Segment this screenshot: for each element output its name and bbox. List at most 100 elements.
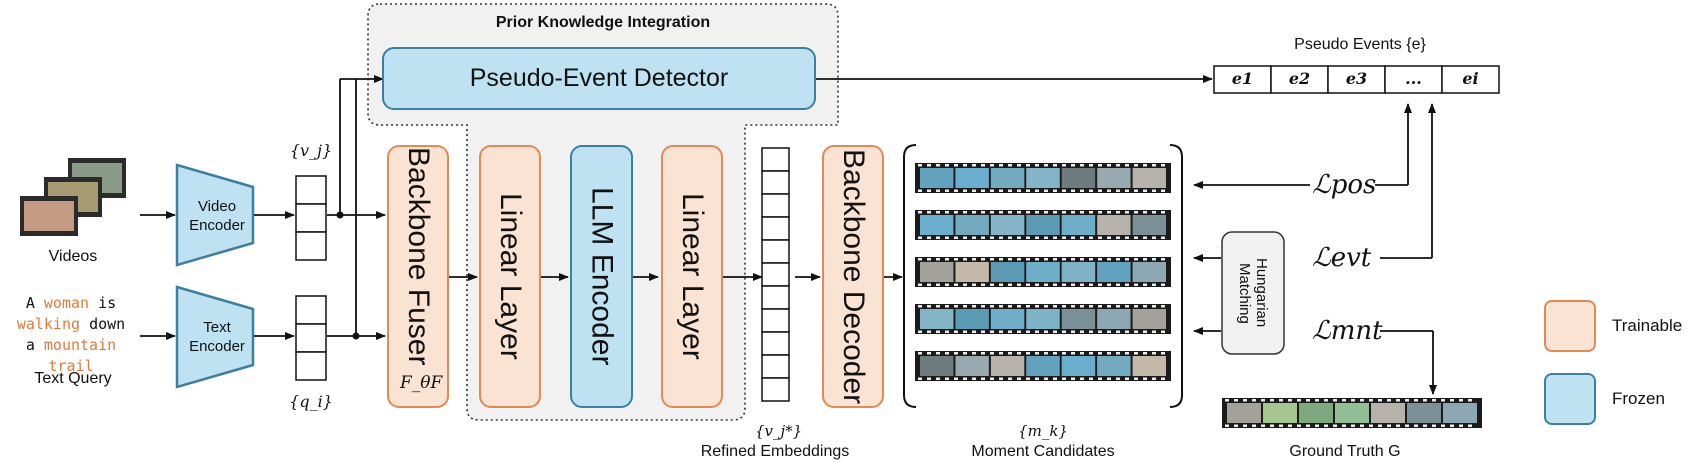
film-perforation: [1116, 189, 1120, 192]
film-perforation: [990, 236, 994, 239]
ground-truth-strip: [1222, 398, 1482, 428]
refined-embedding-cell: [761, 331, 790, 356]
film-perforation: [1152, 164, 1156, 167]
film-perforation: [990, 305, 994, 308]
backbone-fuser-label: Backbone Fuser: [402, 147, 435, 366]
film-perforation: [936, 258, 940, 261]
film-perforation: [1432, 399, 1436, 402]
film-perforation: [1071, 377, 1075, 380]
film-perforation: [999, 352, 1003, 355]
film-perforation: [1098, 377, 1102, 380]
film-frame: [1061, 168, 1096, 188]
video-thumbnails: [20, 158, 126, 236]
film-perforation: [1116, 377, 1120, 380]
film-perforation: [1026, 352, 1030, 355]
text-query: A woman is walking down a mountain trail: [6, 293, 136, 377]
film-perforation: [981, 211, 985, 214]
film-perforation: [1035, 189, 1039, 192]
film-perforation: [945, 330, 949, 333]
linear-layer-1-label: Linear Layer: [494, 193, 527, 360]
film-perforation: [1270, 399, 1274, 402]
film-perforation: [1134, 258, 1138, 261]
film-perforation: [1279, 424, 1283, 427]
film-perforation: [936, 305, 940, 308]
text-encoder-label: Text Encoder: [189, 319, 245, 355]
film-perforation: [1071, 330, 1075, 333]
film-perforation: [1053, 330, 1057, 333]
film-perforation: [963, 236, 967, 239]
llm-encoder-label: LLM Encoder: [585, 187, 619, 366]
film-perforation: [1080, 211, 1084, 214]
film-perforation: [999, 377, 1003, 380]
film-perforation: [945, 164, 949, 167]
film-perforation: [1026, 236, 1030, 239]
frame-highlight: [1061, 262, 1096, 282]
film-perforation: [1107, 236, 1111, 239]
film-perforation: [1035, 305, 1039, 308]
film-perforation: [1071, 164, 1075, 167]
film-perforation: [945, 211, 949, 214]
film-perforation: [1107, 330, 1111, 333]
film-frame: [1371, 403, 1405, 423]
frame-highlight: [1263, 403, 1297, 423]
film-perforation: [1134, 377, 1138, 380]
film-perforation: [1297, 399, 1301, 402]
refined-embedding-cell: [761, 239, 790, 264]
film-perforation: [1107, 377, 1111, 380]
film-perforation: [1053, 164, 1057, 167]
film-perforation: [1351, 424, 1355, 427]
film-frame: [1132, 215, 1166, 235]
film-perforation: [1225, 424, 1229, 427]
film-perforation: [1324, 424, 1328, 427]
film-perforation: [990, 258, 994, 261]
pseudo-event-detector-label: Pseudo-Event Detector: [469, 64, 729, 92]
film-perforation: [1017, 236, 1021, 239]
film-perforation: [1161, 164, 1165, 167]
film-perforation: [1098, 164, 1102, 167]
film-perforation: [1080, 352, 1084, 355]
frame-highlight: [1061, 356, 1096, 376]
film-perforation: [945, 305, 949, 308]
film-perforation: [1116, 211, 1120, 214]
query-word-highlight: walking: [16, 315, 81, 333]
film-perforation: [1107, 189, 1111, 192]
film-perforation: [1333, 424, 1337, 427]
film-perforation: [954, 189, 958, 192]
frame-highlight: [1097, 356, 1131, 376]
film-perforation: [1143, 305, 1147, 308]
film-perforation: [1098, 352, 1102, 355]
film-perforation: [918, 258, 922, 261]
film-perforation: [1405, 399, 1409, 402]
film-perforation: [972, 211, 976, 214]
moment-candidates-label: Moment Candidates: [971, 443, 1115, 460]
film-perforation: [1080, 236, 1084, 239]
refined-embedding-cell: [761, 170, 790, 195]
film-perforation: [1423, 424, 1427, 427]
film-perforation: [1026, 164, 1030, 167]
film-perforation: [1080, 164, 1084, 167]
film-frame: [1407, 403, 1441, 423]
film-perforation: [936, 352, 940, 355]
query-word-highlight: mountain trail: [43, 336, 117, 375]
film-perforation: [1143, 164, 1147, 167]
film-perforation: [981, 352, 985, 355]
film-perforation: [1441, 399, 1445, 402]
film-perforation: [999, 258, 1003, 261]
refined-embedding-cell: [761, 377, 790, 402]
film-perforation: [1035, 283, 1039, 286]
loss-mnt: ℒmnt: [1312, 316, 1383, 346]
film-perforation: [963, 211, 967, 214]
film-perforation: [963, 377, 967, 380]
film-perforation: [1107, 352, 1111, 355]
film-frame: [920, 356, 954, 376]
film-perforation: [1071, 305, 1075, 308]
film-perforation: [954, 211, 958, 214]
film-perforation: [972, 236, 976, 239]
film-frame: [955, 262, 989, 282]
film-perforation: [1414, 399, 1418, 402]
film-perforation: [1017, 211, 1021, 214]
film-perforation: [936, 283, 940, 286]
film-perforation: [1089, 236, 1093, 239]
film-perforation: [1152, 283, 1156, 286]
film-perforation: [945, 189, 949, 192]
